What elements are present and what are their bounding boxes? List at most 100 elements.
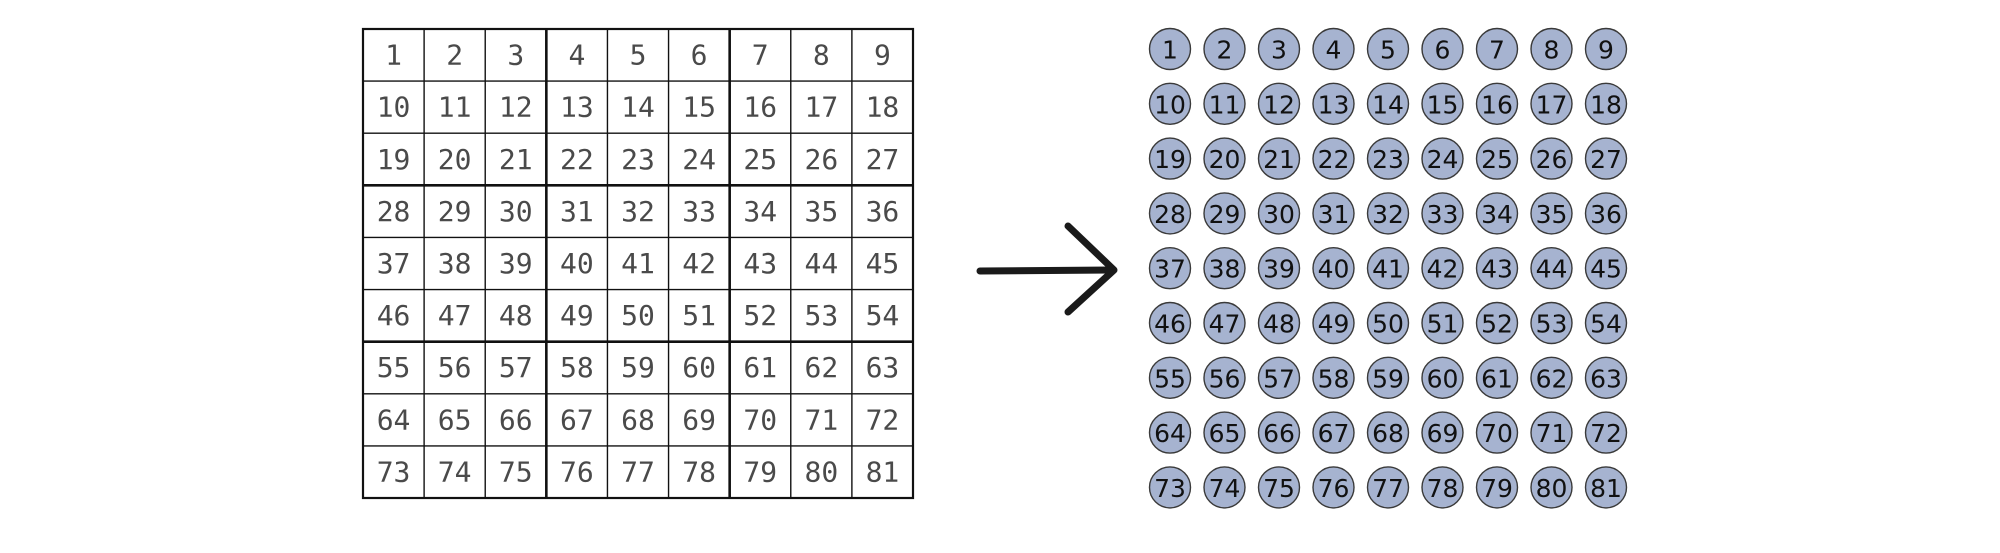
node-circle (1475, 27, 1519, 71)
grid-cell-label: 72 (866, 403, 900, 436)
grid-cell-label: 64 (377, 403, 411, 436)
grid-cell-label: 16 (743, 91, 777, 124)
node-label: 18 (1590, 90, 1622, 119)
grid-cell-label: 78 (682, 455, 716, 488)
node-circle (1584, 466, 1628, 509)
node-label: 11 (1209, 90, 1241, 119)
node-label: 50 (1372, 310, 1404, 339)
node-circle (1530, 82, 1573, 126)
node-circle (1257, 82, 1301, 126)
node-circle (1312, 192, 1355, 235)
node-circle (1530, 356, 1573, 399)
node-label: 2 (1217, 36, 1233, 65)
grid-cell-label: 67 (560, 403, 594, 436)
node-circle (1257, 301, 1301, 345)
node-label: 15 (1427, 90, 1459, 119)
node-label: 74 (1209, 474, 1241, 503)
node-label: 45 (1590, 255, 1622, 284)
grid-cell-label: 79 (743, 455, 777, 488)
node-label: 17 (1536, 90, 1568, 119)
node-circle (1148, 192, 1192, 235)
node-label: 54 (1590, 310, 1622, 339)
node-label: 3 (1271, 36, 1287, 65)
node-circle (1366, 301, 1410, 345)
grid-cell-label: 6 (691, 39, 708, 72)
node-label: 56 (1209, 364, 1241, 393)
node-label: 37 (1154, 255, 1186, 284)
node-label: 76 (1318, 474, 1350, 503)
grid-cell-label: 75 (499, 455, 533, 488)
grid-cell-label: 37 (377, 247, 411, 280)
node-label: 30 (1263, 200, 1295, 229)
node-label: 44 (1536, 255, 1568, 284)
grid-cell-label: 43 (743, 247, 777, 280)
grid-cell-label: 26 (804, 143, 838, 176)
grid-cell-label: 36 (866, 195, 900, 228)
node-circle (1530, 137, 1573, 180)
node-circle (1366, 466, 1410, 509)
node-label: 73 (1154, 474, 1186, 503)
node-circle (1366, 192, 1410, 235)
node-label: 42 (1427, 255, 1459, 284)
node-circle (1366, 247, 1410, 290)
grid-cell-label: 51 (682, 299, 716, 332)
node-label: 46 (1154, 310, 1186, 339)
node-label: 36 (1590, 200, 1622, 229)
node-label: 75 (1263, 474, 1295, 503)
grid-cell-label: 35 (804, 195, 838, 228)
node-circle (1475, 247, 1519, 290)
node-circle (1366, 411, 1410, 454)
grid-cell-label: 29 (438, 195, 472, 228)
node-circle (1312, 411, 1355, 454)
grid-cell-label: 18 (866, 91, 900, 124)
node-circle (1148, 137, 1192, 180)
grid-cell-label: 71 (804, 403, 838, 436)
node-label: 28 (1154, 200, 1186, 229)
node-label: 29 (1209, 200, 1241, 229)
node-circle (1584, 301, 1628, 345)
grid-cell-label: 9 (874, 39, 891, 72)
grid-cell-label: 42 (682, 247, 716, 280)
grid-cell-label: 65 (438, 403, 472, 436)
node-circle (1366, 82, 1410, 126)
grid-cell-label: 28 (377, 195, 411, 228)
grid-cell-label: 33 (682, 195, 716, 228)
grid-cell-label: 45 (866, 247, 900, 280)
node-label: 43 (1481, 255, 1513, 284)
node-label: 4 (1326, 36, 1342, 65)
node-label: 70 (1481, 419, 1513, 448)
node-circle (1530, 27, 1573, 71)
node-circle (1148, 27, 1192, 71)
node-label: 71 (1536, 419, 1568, 448)
node-label: 23 (1372, 145, 1404, 174)
grid-cell-label: 32 (621, 195, 655, 228)
node-circle (1148, 247, 1192, 290)
node-circle (1148, 466, 1192, 509)
node-label: 40 (1318, 255, 1350, 284)
node-label: 78 (1427, 474, 1459, 503)
node-label: 81 (1590, 474, 1622, 503)
grid-cell-label: 63 (866, 351, 900, 384)
arrow-head (1064, 222, 1118, 316)
node-circle (1257, 247, 1301, 290)
grid-cell-label: 10 (377, 91, 411, 124)
node-circle (1203, 466, 1246, 509)
grid-cell-label: 2 (446, 39, 463, 72)
grid-cell-label: 69 (682, 403, 716, 436)
node-circle (1257, 411, 1301, 454)
grid-cell-label: 58 (560, 351, 594, 384)
node-label: 77 (1372, 474, 1404, 503)
node-label: 52 (1481, 310, 1513, 339)
grid-border (361, 27, 915, 500)
node-label: 64 (1154, 419, 1186, 448)
node-label: 21 (1263, 145, 1295, 174)
node-circle (1475, 301, 1519, 345)
node-circle (1584, 192, 1628, 235)
node-circle (1421, 82, 1464, 126)
node-circle (1203, 82, 1246, 126)
node-label: 51 (1427, 310, 1459, 339)
grid-cell-label: 73 (377, 455, 411, 488)
grid-cell-label: 62 (804, 351, 838, 384)
node-label: 66 (1263, 419, 1295, 448)
